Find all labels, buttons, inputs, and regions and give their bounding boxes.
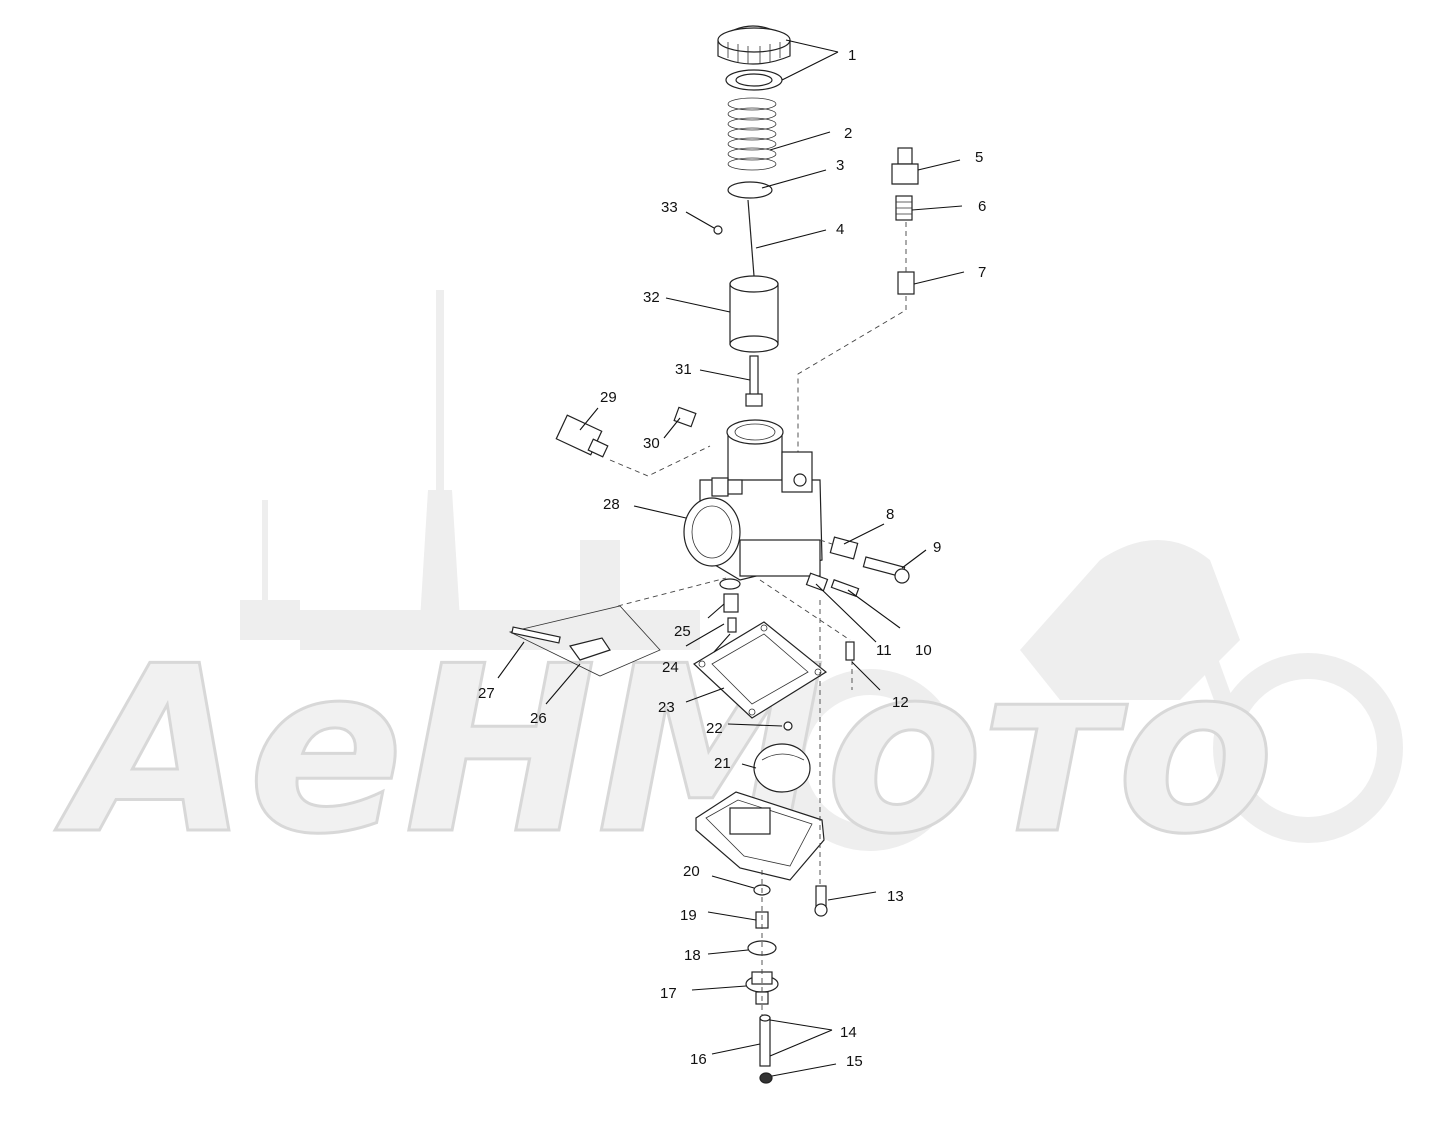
- label-part-29: 29: [600, 389, 617, 406]
- label-part-13: 13: [887, 888, 904, 905]
- watermark-skyline: [240, 290, 700, 650]
- part-9-idle-screw-drawing: [862, 556, 910, 584]
- part-13-screw-drawing: [814, 885, 828, 917]
- part-26-27-choke-lever-drawing: [508, 605, 661, 677]
- part-11-spring-drawing: [805, 572, 829, 592]
- label-part-11: 11: [876, 642, 892, 659]
- label-part-2: 2: [844, 125, 852, 142]
- part-16-tube-drawing: [759, 1014, 771, 1067]
- label-part-9: 9: [933, 539, 941, 556]
- part-4-needle-drawing: [747, 199, 755, 277]
- label-part-16: 16: [690, 1051, 707, 1068]
- label-part-25: 25: [674, 623, 691, 640]
- label-part-7: 7: [978, 264, 986, 281]
- label-part-27: 27: [478, 685, 495, 702]
- part-12-drain-screw-drawing: [845, 641, 855, 661]
- label-part-12: 12: [892, 694, 909, 711]
- part-8-spring-drawing: [829, 536, 859, 560]
- part-21-float-drawing: [753, 743, 811, 793]
- part-30-cap-drawing: [673, 406, 697, 428]
- part-6-spring-drawing: [895, 195, 913, 221]
- label-part-14: 14: [840, 1024, 857, 1041]
- part-22-pin-drawing: [783, 721, 793, 731]
- label-part-22: 22: [706, 720, 723, 737]
- part-24-jet-holder-drawing: [727, 617, 737, 633]
- label-part-10: 10: [915, 642, 932, 659]
- label-part-32: 32: [643, 289, 660, 306]
- label-part-5: 5: [975, 149, 983, 166]
- part-3-plate-drawing: [727, 181, 773, 199]
- label-part-30: 30: [643, 435, 660, 452]
- part-15-cap-drawing: [759, 1072, 773, 1084]
- label-part-15: 15: [846, 1053, 863, 1070]
- part-10-screw-drawing: [830, 579, 860, 597]
- label-part-1: 1: [848, 47, 856, 64]
- part-5-fitting-drawing: [891, 147, 919, 185]
- part-29-choke-plunger-drawing: [555, 414, 609, 458]
- label-part-28: 28: [603, 496, 620, 513]
- label-part-8: 8: [886, 506, 894, 523]
- label-part-18: 18: [684, 947, 701, 964]
- label-part-23: 23: [658, 699, 675, 716]
- label-part-3: 3: [836, 157, 844, 174]
- label-part-19: 19: [680, 907, 697, 924]
- label-part-4: 4: [836, 221, 844, 238]
- part-1-cap-drawing: [717, 25, 791, 91]
- leader-lines: [497, 39, 965, 1077]
- label-part-31: 31: [675, 361, 692, 378]
- part-2-spring-drawing: [727, 97, 777, 171]
- part-33-clip-drawing: [713, 225, 723, 235]
- label-part-33: 33: [661, 199, 678, 216]
- watermark-text: AeHMoтo: [55, 618, 1275, 885]
- part-31-needle-jet-drawing: [745, 355, 763, 407]
- part-23-gasket-drawing: [693, 621, 828, 719]
- label-part-24: 24: [662, 659, 679, 676]
- part-28-carburetor-body-drawing: [683, 419, 823, 581]
- part-labels: 1 2 3 4 5 6 7 8 9 10 11 12 13 14 15 16 1…: [478, 47, 986, 1070]
- label-part-6: 6: [978, 198, 986, 215]
- part-32-throttle-valve-drawing: [729, 275, 779, 353]
- label-part-20: 20: [683, 863, 700, 880]
- label-part-21: 21: [714, 755, 731, 772]
- label-part-26: 26: [530, 710, 547, 727]
- label-part-17: 17: [660, 985, 677, 1002]
- part-25-main-jet-drawing: [719, 578, 741, 613]
- part-7-plug-drawing: [897, 271, 915, 295]
- float-bowl-drawing: [695, 791, 825, 881]
